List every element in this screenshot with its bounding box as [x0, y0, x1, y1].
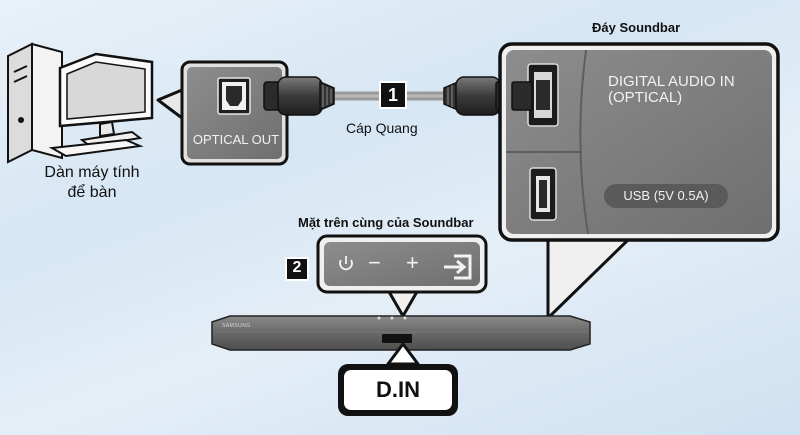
computer-label: Dàn máy tính để bàn — [12, 164, 172, 202]
usb-label-pill — [604, 184, 728, 208]
desktop-computer-icon — [7, 42, 154, 164]
bottom-callout-pointer — [546, 236, 632, 320]
inserted-plug-tip — [511, 81, 533, 111]
step-1-number: 1 — [387, 85, 398, 105]
volume-up-button[interactable]: + — [406, 250, 419, 275]
display-text: D.IN — [376, 377, 420, 402]
callout-pointer — [156, 88, 184, 120]
step-1-badge — [379, 81, 407, 109]
digital-audio-in-line1: DIGITAL AUDIO IN — [608, 73, 735, 90]
soundbar-body — [211, 315, 591, 351]
computer-label-line1: Dàn máy tính — [44, 164, 140, 181]
optical-in-port-icon — [527, 63, 559, 127]
top-callout-pointer — [386, 288, 420, 318]
soundbar-top-title: Mặt trên cùng của Soundbar — [298, 215, 474, 230]
volume-down-button[interactable]: − — [368, 250, 381, 275]
soundbar-brand-logo: SAMSUNG — [222, 323, 251, 329]
power-icon[interactable] — [339, 256, 353, 271]
usb-port-icon — [529, 167, 557, 221]
step-2-number: 2 — [292, 259, 302, 276]
usb-label: USB (5V 0.5A) — [623, 188, 709, 203]
soundbar-bottom-title: Đáy Soundbar — [592, 20, 681, 35]
display-callout-face — [344, 370, 452, 410]
panel-recess-line — [579, 49, 589, 235]
digital-audio-in-line2: (OPTICAL) — [608, 89, 683, 106]
digital-audio-in-label: DIGITAL AUDIO IN (OPTICAL) — [608, 74, 735, 106]
cable-label: Cáp Quang — [346, 120, 418, 136]
optical-out-label: OPTICAL OUT — [192, 132, 280, 147]
soundbar-top-face — [324, 242, 480, 286]
left-plug-icon — [263, 76, 335, 116]
soundbar-display-window — [382, 334, 412, 343]
source-input-icon[interactable] — [444, 254, 472, 280]
step-2-badge — [285, 257, 309, 281]
computer-label-line2: để bàn — [67, 184, 117, 201]
optical-port-icon — [217, 77, 251, 115]
